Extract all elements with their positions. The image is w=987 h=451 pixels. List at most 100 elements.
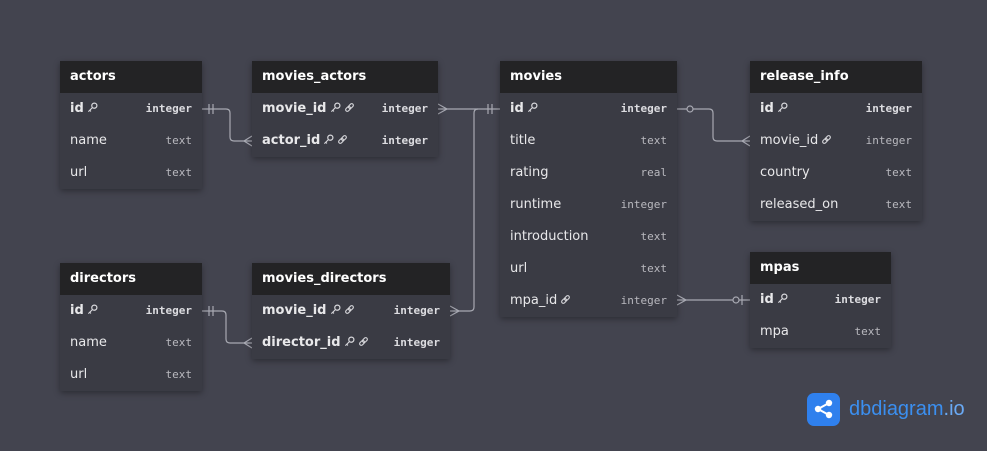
table-header[interactable]: release_info — [750, 61, 922, 93]
field-name-text: url — [70, 367, 88, 382]
field-type: integer — [620, 294, 667, 307]
field-name: name — [70, 125, 107, 157]
field-type: text — [854, 325, 882, 338]
field-type: text — [165, 336, 193, 349]
field-type: integer — [393, 304, 440, 317]
field-type: text — [640, 230, 668, 243]
field-type: text — [640, 262, 668, 275]
table-header[interactable]: directors — [60, 263, 202, 295]
field-type: text — [640, 134, 668, 147]
relationship-line — [677, 108, 750, 142]
field-name-text: url — [70, 165, 88, 180]
field-row-url[interactable]: url text — [500, 253, 677, 285]
field-name-text: rating — [510, 165, 549, 180]
field-name: rating — [510, 157, 549, 189]
field-row-introduction[interactable]: introduction text — [500, 221, 677, 253]
field-type: integer — [145, 102, 192, 115]
link-icon — [337, 134, 348, 145]
table-header[interactable]: actors — [60, 61, 202, 93]
link-icon — [358, 336, 369, 347]
field-name-text: id — [70, 303, 84, 318]
field-name-text: id — [70, 101, 84, 116]
many-marker — [242, 337, 253, 349]
field-name-text: country — [760, 165, 810, 180]
field-row-name[interactable]: name text — [60, 327, 202, 359]
field-name: country — [760, 157, 810, 189]
many-marker — [449, 305, 461, 317]
field-name: introduction — [510, 221, 589, 253]
key-icon — [777, 293, 788, 304]
field-name-text: id — [760, 101, 774, 116]
field-name-text: runtime — [510, 197, 562, 212]
field-type: text — [165, 166, 193, 179]
many-marker — [740, 135, 751, 147]
field-row-id[interactable]: id integer — [60, 93, 202, 125]
field-name: id — [70, 295, 98, 327]
field-type: integer — [620, 102, 667, 115]
field-name-text: id — [760, 292, 774, 307]
key-icon — [527, 102, 538, 113]
field-row-url[interactable]: url text — [60, 157, 202, 189]
dbdiagram-logo[interactable]: dbdiagram.io — [807, 392, 965, 426]
relationship-line — [202, 108, 252, 142]
table-header[interactable]: movies — [500, 61, 677, 93]
relationship-line — [202, 310, 252, 344]
field-type: integer — [393, 336, 440, 349]
field-row-runtime[interactable]: runtime integer — [500, 189, 677, 221]
key-icon — [87, 102, 98, 113]
link-icon — [560, 294, 571, 305]
many-marker — [242, 135, 253, 147]
field-name-text: id — [510, 101, 524, 116]
field-row-id[interactable]: id integer — [60, 295, 202, 327]
field-name-text: movie_id — [262, 303, 327, 318]
field-name: director_id — [262, 327, 369, 359]
field-name-text: url — [510, 261, 528, 276]
field-name-text: name — [70, 335, 107, 350]
field-name: url — [70, 359, 87, 391]
table-header[interactable]: movies_directors — [252, 263, 450, 295]
field-row-movie-id[interactable]: movie_id integer — [252, 295, 450, 327]
key-icon — [330, 304, 341, 315]
field-name: name — [70, 327, 107, 359]
field-name: mpa — [760, 316, 789, 348]
field-row-id[interactable]: id integer — [500, 93, 677, 125]
field-row-director-id[interactable]: director_id integer — [252, 327, 450, 359]
many-marker — [676, 294, 688, 306]
field-name: movie_id — [262, 93, 355, 125]
field-type: integer — [620, 198, 667, 211]
field-type: integer — [145, 304, 192, 317]
field-name: mpa_id — [510, 285, 571, 317]
field-row-mpa[interactable]: mpa text — [750, 316, 891, 348]
relationship-line — [450, 108, 479, 312]
field-row-mpa-id[interactable]: mpa_id integer — [500, 285, 677, 317]
key-icon — [323, 134, 334, 145]
table-header[interactable]: movies_actors — [252, 61, 438, 93]
table-header[interactable]: mpas — [750, 252, 891, 284]
field-row-movie-id[interactable]: movie_id integer — [252, 93, 438, 125]
share-network-icon — [807, 392, 840, 426]
field-name: id — [510, 93, 538, 125]
key-icon — [87, 304, 98, 315]
field-name: movie_id — [760, 125, 832, 157]
field-type: integer — [381, 102, 428, 115]
brand-name: dbdiagram — [849, 397, 944, 420]
field-name: url — [510, 253, 527, 285]
